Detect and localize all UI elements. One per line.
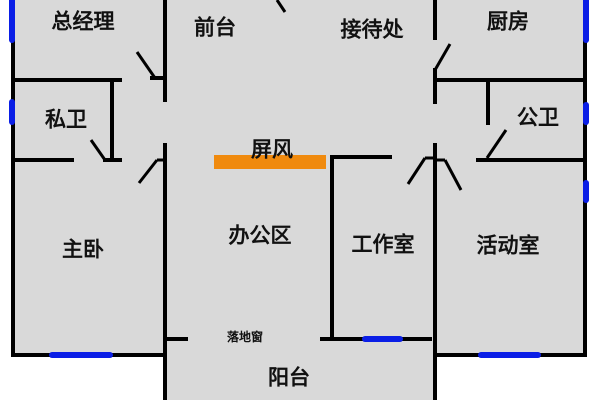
room-label-office-area: 办公区	[228, 223, 292, 248]
windows	[9, 0, 589, 358]
room-label-front-desk: 前台	[194, 15, 236, 40]
room-label-public-toilet: 公卫	[517, 105, 559, 130]
floor-areas	[13, 0, 585, 400]
room-label-master-bedroom: 主卧	[62, 237, 104, 262]
room-label-kitchen: 厨房	[487, 9, 529, 34]
screen-partition	[214, 155, 326, 169]
annotation-floor-window: 落地窗	[226, 330, 264, 344]
room-label-activity-room: 活动室	[476, 233, 540, 258]
room-label-private-toilet: 私卫	[45, 107, 87, 132]
room-label-reception: 接待处	[340, 17, 404, 42]
doors	[89, 0, 508, 191]
room-label-screen: 屏风	[251, 137, 293, 162]
room-label-studio: 工作室	[351, 232, 415, 257]
walls	[11, 0, 587, 400]
room-label-general-manager: 总经理	[51, 9, 115, 34]
room-label-balcony: 阳台	[268, 365, 310, 390]
